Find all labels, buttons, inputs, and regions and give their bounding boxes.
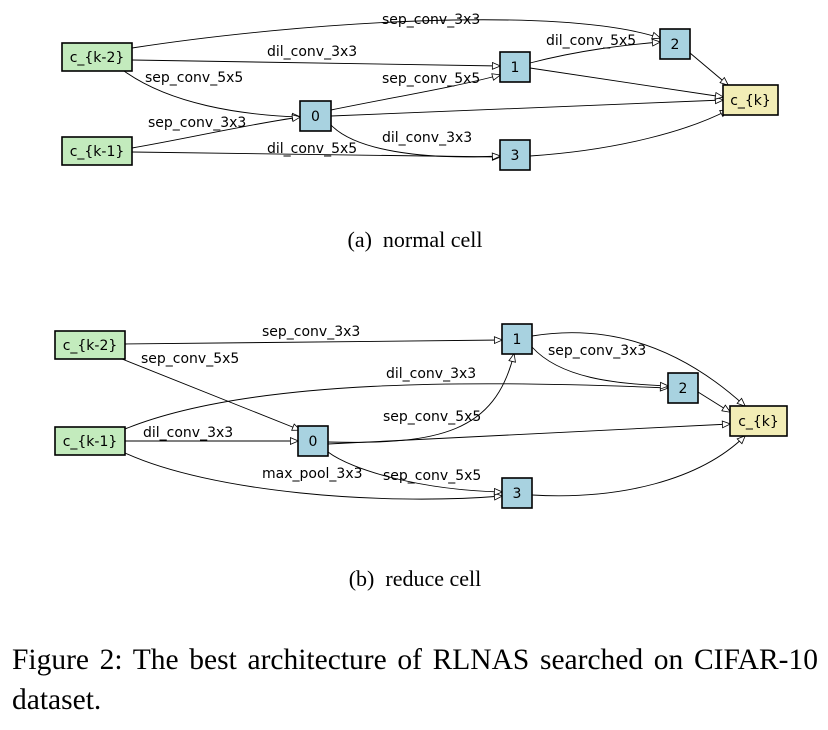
reduce-edge-label-c-k-2-to-1: sep_conv_3x3	[262, 324, 360, 340]
normal-edge-0-to-c-k	[330, 100, 723, 117]
reduce-node-label-c-k: c_{k}	[738, 414, 779, 430]
edges-layer	[121, 19, 745, 499]
reduce-node-2: 2	[667, 372, 699, 404]
normal-node-label-3: 3	[511, 148, 520, 164]
normal-edge-0-to-1	[330, 75, 500, 111]
reduce-edge-3-to-c-k	[531, 436, 745, 497]
reduce-node-box-c-k-2	[54, 330, 126, 360]
reduce-edge-label-c-k-1-to-0: dil_conv_3x3	[143, 425, 233, 441]
normal-edge-c-k-2-to-1	[131, 59, 500, 66]
reduce-node-box-1	[501, 323, 533, 355]
normal-edge-c-k-2-to-2	[131, 19, 660, 49]
reduce-node-label-2: 2	[679, 381, 688, 397]
reduce-edge-label-c-k-1-to-2: dil_conv_3x3	[386, 366, 476, 382]
reduce-edge-label-c-k-1-to-3: max_pool_3x3	[262, 466, 363, 482]
normal-node-box-3	[499, 139, 531, 171]
reduce-edge-label-c-k-2-to-0: sep_conv_5x5	[141, 351, 239, 367]
reduce-edge-1-to-2	[531, 346, 668, 386]
reduce-edge-c-k-2-to-1	[124, 340, 502, 345]
reduce-node-label-0: 0	[309, 434, 318, 450]
normal-edge-label-c-k-2-to-0: sep_conv_5x5	[145, 70, 243, 86]
reduce-edge-label-0-to-3: sep_conv_5x5	[383, 468, 481, 484]
reduce-edge-c-k-2-to-0	[121, 358, 300, 430]
normal-cell-caption: (a) normal cell	[348, 227, 483, 252]
reduce-edge-label-0-to-1: sep_conv_5x5	[383, 409, 481, 425]
normal-edge-2-to-c-k	[689, 52, 728, 85]
normal-edge-label-c-k-1-to-3: dil_conv_5x5	[267, 141, 357, 157]
normal-edge-label-c-k-1-to-0: sep_conv_3x3	[148, 115, 246, 131]
normal-edge-label-c-k-2-to-2: sep_conv_3x3	[382, 12, 480, 28]
normal-edge-0-to-3	[330, 124, 500, 157]
normal-node-label-c-k-1: c_{k-1}	[70, 144, 125, 160]
reduce-node-label-1: 1	[513, 332, 522, 348]
normal-node-2: 2	[659, 28, 691, 60]
normal-node-box-0	[299, 100, 332, 132]
reduce-node-c-k-1: c_{k-1}	[54, 426, 126, 456]
normal-node-box-2	[659, 28, 691, 60]
normal-node-0: 0	[299, 100, 332, 132]
reduce-node-label-3: 3	[513, 486, 522, 502]
normal-edge-label-c-k-2-to-1: dil_conv_3x3	[267, 44, 357, 60]
reduce-node-box-3	[501, 477, 533, 509]
reduce-node-box-c-k-1	[54, 426, 126, 456]
nodes-layer: c_{k-2} c_{k-1} 0 1 2 3 c_{k} c_{k-2} c_{k-1} 0 1 2…	[54, 28, 788, 509]
normal-node-label-c-k: c_{k}	[730, 93, 771, 109]
normal-node-c-k: c_{k}	[722, 84, 779, 116]
normal-edge-1-to-c-k	[529, 67, 723, 97]
normal-node-3: 3	[499, 139, 531, 171]
reduce-edge-1-to-c-k	[531, 332, 745, 406]
normal-edge-label-0-to-1: sep_conv_5x5	[382, 71, 480, 87]
normal-edge-c-k-2-to-0	[123, 70, 300, 117]
normal-edge-c-k-1-to-0	[131, 117, 300, 149]
reduce-node-label-c-k-2: c_{k-2}	[63, 338, 118, 354]
reduce-edge-0-to-c-k	[327, 424, 730, 445]
reduce-node-c-k-2: c_{k-2}	[54, 330, 126, 360]
reduce-edge-label-1-to-2: sep_conv_3x3	[548, 343, 646, 359]
normal-edge-label-1-to-2: dil_conv_5x5	[546, 33, 636, 49]
normal-node-c-k-2: c_{k-2}	[61, 42, 133, 72]
edge-labels-layer: sep_conv_3x3 dil_conv_3x3 sep_conv_5x5 sep_…	[141, 12, 646, 484]
reduce-node-c-k: c_{k}	[729, 405, 788, 437]
architecture-diagram: c_{k-2} c_{k-1} 0 1 2 3 c_{k} c_{k-2} c_{k-1} 0 1 2…	[54, 12, 788, 591]
normal-node-label-2: 2	[671, 37, 680, 53]
normal-edge-3-to-c-k	[529, 110, 728, 157]
normal-node-label-1: 1	[511, 60, 520, 76]
normal-edge-1-to-2	[529, 42, 660, 64]
reduce-node-1: 1	[501, 323, 533, 355]
reduce-node-box-c-k	[729, 405, 788, 437]
normal-edge-label-0-to-3: dil_conv_3x3	[382, 130, 472, 146]
reduce-edge-c-k-1-to-2	[124, 383, 668, 430]
normal-node-box-c-k-1	[61, 136, 133, 166]
normal-node-box-1	[499, 51, 531, 83]
reduce-node-box-2	[667, 372, 699, 404]
reduce-cell-caption: (b) reduce cell	[349, 566, 482, 591]
figure-caption: Figure 2: The best architecture of RLNAS…	[12, 644, 818, 716]
reduce-edge-2-to-c-k	[697, 391, 730, 412]
normal-node-box-c-k	[722, 84, 779, 116]
normal-node-c-k-1: c_{k-1}	[61, 136, 133, 166]
reduce-edge-c-k-1-to-3	[124, 452, 502, 499]
reduce-node-label-c-k-1: c_{k-1}	[63, 434, 118, 450]
normal-node-label-c-k-2: c_{k-2}	[70, 50, 125, 66]
reduce-node-box-0	[297, 425, 329, 457]
reduce-edge-0-to-3	[327, 451, 502, 492]
normal-node-1: 1	[499, 51, 531, 83]
reduce-node-3: 3	[501, 477, 533, 509]
sub-captions-layer: (a) normal cell (b) reduce cell	[348, 227, 483, 591]
normal-node-label-0: 0	[311, 109, 320, 125]
reduce-node-0: 0	[297, 425, 329, 457]
normal-node-box-c-k-2	[61, 42, 133, 72]
